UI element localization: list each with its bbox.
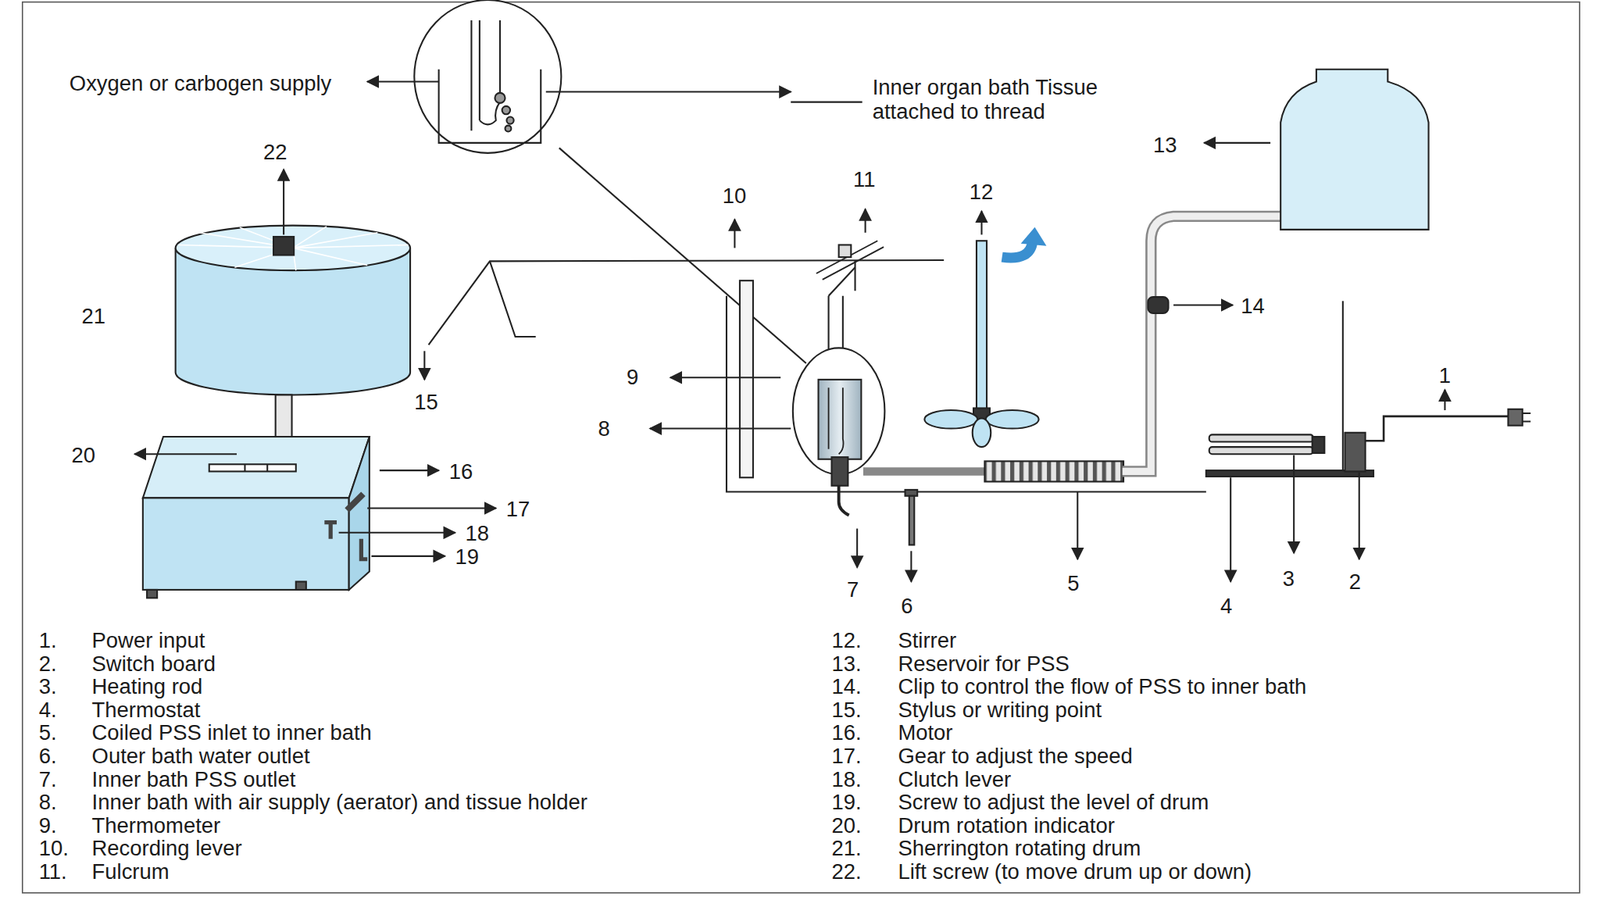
- key-number: 22.: [831, 859, 861, 883]
- key-text: Lift screw (to move drum up or down): [897, 859, 1252, 883]
- key-text: Stirrer: [897, 628, 957, 653]
- key-number: 19.: [831, 789, 861, 814]
- key-number: 10.: [39, 835, 69, 860]
- key-number: 9.: [39, 813, 58, 837]
- callout-number: 6: [900, 593, 913, 618]
- key-text: Switch board: [92, 651, 217, 675]
- key-number: 6.: [39, 743, 58, 768]
- key-number: 4.: [39, 697, 58, 722]
- key-number: 5.: [39, 721, 58, 745]
- key-number: 20.: [831, 813, 861, 837]
- key-text: Thermostat: [92, 697, 201, 722]
- callout-number: 8: [597, 416, 610, 440]
- key-text: Inner bath with air supply (aerator) and…: [92, 789, 588, 814]
- key-number: 8.: [39, 789, 58, 814]
- callout-number: 1: [1439, 363, 1451, 387]
- key-text: Heating rod: [92, 675, 204, 699]
- key-text: Screw to adjust the level of drum: [897, 789, 1209, 814]
- key-number: 13.: [831, 651, 861, 675]
- key-text: Clutch lever: [897, 767, 1011, 791]
- key-text: Coiled PSS inlet to inner bath: [92, 721, 372, 745]
- callout-number: 10: [722, 183, 747, 208]
- key-number: 1.: [39, 628, 58, 653]
- annotation-text: Oxygen or carbogen supply: [69, 71, 366, 95]
- key-text: Fulcrum: [92, 859, 170, 883]
- callout-number: 9: [626, 365, 639, 390]
- key-text: Power input: [92, 628, 206, 653]
- key-number: 12.: [831, 628, 861, 653]
- callout-number: 22: [263, 139, 288, 164]
- callout-number: 14: [1240, 293, 1265, 318]
- callout-number: 18: [465, 521, 490, 545]
- key-text: Gear to adjust the speed: [897, 743, 1133, 768]
- callout-number: 21: [81, 303, 106, 328]
- callout-number: 5: [1067, 571, 1079, 595]
- callout-number: 17: [506, 496, 531, 521]
- key-text: Outer bath water outlet: [92, 743, 311, 768]
- key-number: 21.: [831, 835, 861, 860]
- key-text: Inner bath PSS outlet: [92, 767, 297, 791]
- key-number: 3.: [39, 675, 58, 699]
- callout-number: 3: [1282, 566, 1295, 590]
- key-text: Recording lever: [92, 835, 243, 860]
- callout-number: 11: [853, 167, 875, 191]
- key-text: Reservoir for PSS: [897, 651, 1070, 675]
- key-number: 17.: [831, 743, 861, 768]
- key-number: 16.: [831, 721, 861, 745]
- callout-number: 2: [1349, 569, 1361, 593]
- callout-number: 7: [846, 577, 859, 601]
- key-number: 7.: [39, 767, 58, 791]
- callout-number: 13: [1153, 132, 1178, 157]
- callout-number: 19: [455, 544, 480, 568]
- key-text: Drum rotation indicator: [897, 813, 1115, 837]
- callout-number: 20: [71, 442, 96, 467]
- key-number: 14.: [831, 675, 861, 699]
- callout-number: 15: [414, 389, 439, 414]
- key-number: 18.: [831, 767, 861, 791]
- annotation-text: Inner organ bath Tissue attached to thre…: [872, 75, 1143, 123]
- key-text: Thermometer: [92, 813, 222, 837]
- callout-number: 12: [969, 179, 994, 204]
- key-text: Sherrington rotating drum: [897, 835, 1141, 860]
- key-number: 11.: [39, 859, 68, 883]
- callout-number: 4: [1220, 593, 1233, 618]
- key-number: 2.: [39, 651, 58, 675]
- key-text: Clip to control the flow of PSS to inner…: [897, 675, 1307, 699]
- key-text: Motor: [897, 721, 953, 745]
- key-number: 15.: [831, 697, 861, 722]
- callout-number: 16: [449, 459, 474, 483]
- key-text: Stylus or writing point: [897, 697, 1102, 722]
